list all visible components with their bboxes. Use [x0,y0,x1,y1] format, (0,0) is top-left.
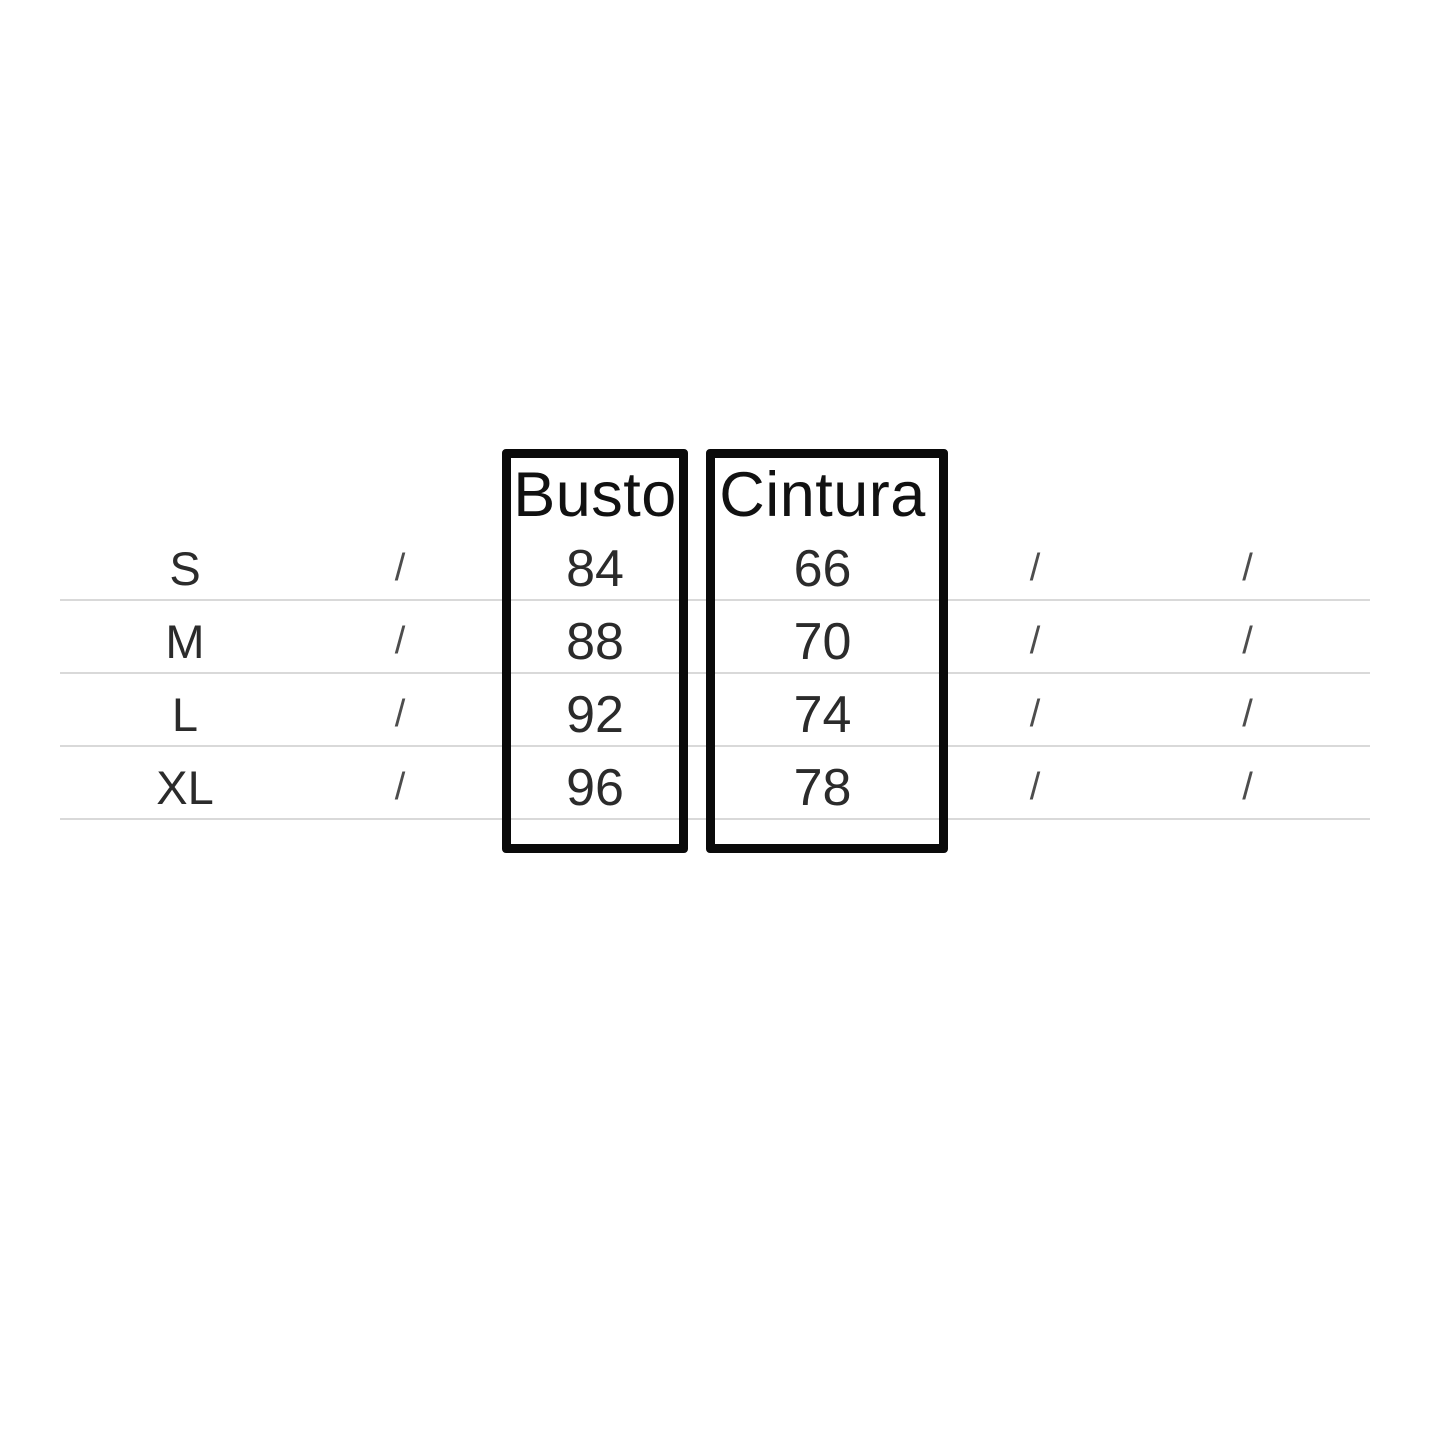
cell-slash: / [394,620,406,662]
cell-cintura-value-l: 74 [793,685,852,744]
cell-slash: / [1029,547,1041,589]
size-label-l: L [171,688,199,741]
cell-slash: / [1242,620,1253,662]
cell-cintura-value-s: 66 [793,539,852,598]
cell-cintura-value-m: 70 [793,612,852,671]
cell-slash: / [394,693,406,735]
cell-slash: / [1029,693,1041,735]
size-chart-table: Busto Cintura S / 84 66 / / M / 88 70 / … [60,446,1370,820]
header-cell-size-empty [60,446,310,528]
header-cell-extra2-empty [945,446,1125,528]
cell-slash: / [394,547,406,589]
header-cell-cintura: Cintura [719,460,926,530]
header-cell-busto: Busto [513,460,677,530]
cell-slash: / [1242,766,1253,808]
size-label-m: M [165,615,205,668]
table-row-s: S / 84 66 / / [60,528,1370,601]
cell-slash: / [394,766,406,808]
cell-slash: / [1029,620,1041,662]
cell-slash: / [1242,547,1253,589]
size-chart-header-row: Busto Cintura [60,446,1370,530]
cell-slash: / [1242,693,1253,735]
header-cell-extra3-empty [1125,446,1370,528]
table-row-l: L / 92 74 / / [60,674,1370,747]
cell-cintura-value-xl: 78 [793,758,852,817]
table-row-m: M / 88 70 / / [60,601,1370,674]
cell-slash: / [1029,766,1041,808]
cell-busto-value-l: 92 [566,685,624,744]
table-row-xl: XL / 96 78 / / [60,747,1370,820]
size-label-s: S [169,542,201,595]
header-cell-extra1-empty [310,446,490,528]
cell-busto-value-s: 84 [566,539,624,598]
size-label-xl: XL [156,761,214,814]
cell-busto-value-xl: 96 [566,758,624,817]
cell-busto-value-m: 88 [566,612,624,671]
